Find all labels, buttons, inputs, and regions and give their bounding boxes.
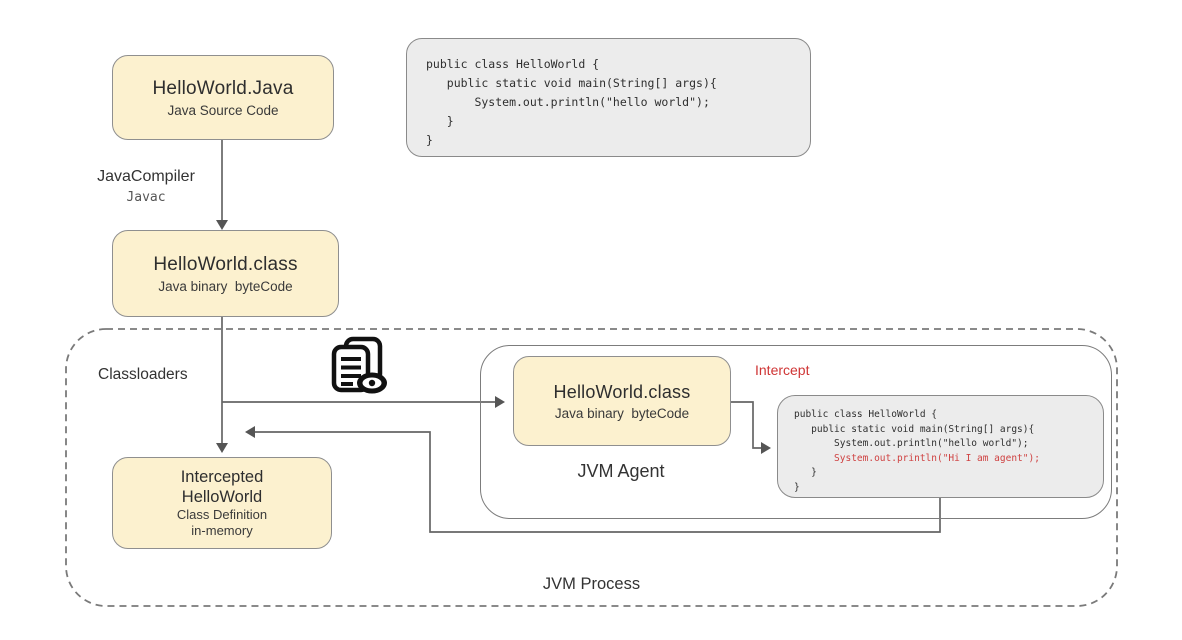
code-line: public static void main(String[] args){ bbox=[426, 76, 717, 90]
code-line: } bbox=[794, 467, 817, 478]
node-title: HelloWorld.class bbox=[153, 253, 298, 275]
code-block-original-source: public class HelloWorld { public static … bbox=[406, 38, 811, 157]
node-title: HelloWorld.Java bbox=[152, 77, 294, 99]
code-line: System.out.println("hello world"); bbox=[426, 95, 710, 109]
node-intercepted-class: Intercepted HelloWorld Class Definition … bbox=[112, 457, 332, 549]
jvm-process-label: JVM Process bbox=[542, 575, 641, 593]
code-line: } bbox=[426, 114, 454, 128]
node-helloworld-class: HelloWorld.class Java binary byteCode bbox=[112, 230, 339, 317]
node-subtitle-line1: Class Definition bbox=[176, 507, 268, 522]
node-title: HelloWorld.class bbox=[553, 381, 691, 402]
code-line: } bbox=[794, 481, 800, 493]
code-line: public static void main(String[] args){ bbox=[794, 423, 1035, 435]
javac-command-label: Javac bbox=[126, 190, 166, 205]
code-line: public class HelloWorld { bbox=[794, 409, 937, 420]
code-line-injected: System.out.println("Hi I am agent"); bbox=[794, 452, 1040, 464]
code-line: System.out.println("hello world"); bbox=[794, 438, 1029, 449]
javacompiler-label: JavaCompiler Javac bbox=[76, 168, 216, 205]
intercept-label: Intercept bbox=[755, 362, 810, 378]
jvm-agent-label: JVM Agent bbox=[577, 461, 665, 481]
node-subtitle: Java binary byteCode bbox=[158, 278, 293, 294]
node-subtitle: Java binary byteCode bbox=[554, 405, 690, 421]
document-eye-icon bbox=[331, 336, 387, 394]
node-helloworld-java: HelloWorld.Java Java Source Code bbox=[112, 55, 334, 140]
code-block-agent-modified: public class HelloWorld { public static … bbox=[777, 395, 1104, 498]
node-title-line1: Intercepted bbox=[180, 468, 264, 486]
classloaders-label: Classloaders bbox=[98, 366, 188, 383]
node-agent-helloworld-class: HelloWorld.class Java binary byteCode bbox=[513, 356, 731, 446]
node-subtitle: Java Source Code bbox=[167, 102, 279, 118]
code-line: public class HelloWorld { bbox=[426, 57, 600, 71]
code-line: } bbox=[426, 133, 433, 147]
jvm-process-outline bbox=[65, 328, 1118, 607]
jvm-agent-container bbox=[480, 345, 1112, 519]
javacompiler-label-text: JavaCompiler bbox=[97, 168, 195, 185]
node-subtitle-line2: in-memory bbox=[191, 523, 253, 538]
node-title-line2: HelloWorld bbox=[181, 488, 263, 506]
